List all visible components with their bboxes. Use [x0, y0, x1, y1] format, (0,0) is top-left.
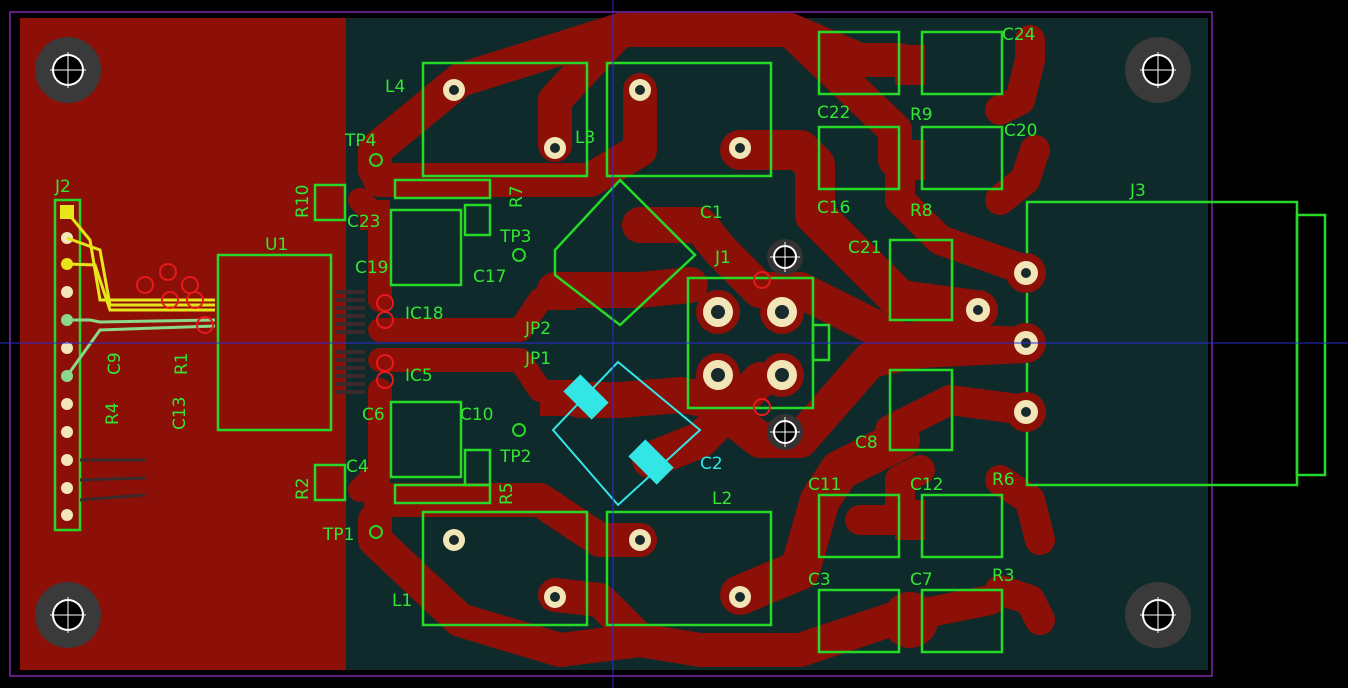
mounting-hole-icon — [1125, 582, 1191, 648]
highlighted-signal-traces — [65, 211, 216, 502]
label-c21: C21 — [848, 238, 882, 258]
label-r2: R2 — [293, 477, 313, 500]
copper-pour-left — [20, 18, 346, 670]
label-l2: L2 — [712, 489, 732, 509]
label-c7: C7 — [910, 570, 933, 590]
u1-pins — [335, 290, 365, 394]
label-c11: C11 — [808, 475, 842, 495]
label-c20: C20 — [1004, 121, 1038, 141]
label-r4: R4 — [103, 402, 123, 425]
label-j3: J3 — [1129, 181, 1146, 201]
mounting-holes — [35, 37, 1191, 648]
label-c19: C19 — [355, 258, 389, 278]
label-j2: J2 — [54, 177, 71, 197]
label-c3: C3 — [808, 570, 831, 590]
c2-outline — [551, 360, 702, 507]
label-c12: C12 — [910, 475, 944, 495]
label-jp1: JP1 — [524, 349, 551, 369]
board-outline — [9, 11, 1213, 677]
label-j1: J1 — [714, 248, 731, 268]
mounting-hole-icon — [35, 37, 101, 103]
label-r6: R6 — [992, 470, 1015, 490]
label-ic18: IC18 — [405, 304, 444, 324]
label-r3: R3 — [992, 566, 1015, 586]
label-l4: L4 — [385, 77, 405, 97]
label-tp4: TP4 — [344, 131, 376, 151]
label-tp3: TP3 — [499, 227, 531, 247]
label-l3: L3 — [575, 128, 595, 148]
label-l1: L1 — [392, 591, 412, 611]
label-c17: C17 — [473, 267, 507, 287]
label-ic5: IC5 — [405, 366, 433, 386]
drc-markers — [136, 263, 771, 416]
component-labels: J2 J1 J3 U1 L1 L2 L3 L4 C1 C2 C3 C4 C6 C… — [54, 25, 1146, 611]
through-hole-pads — [443, 79, 1046, 608]
label-tp1: TP1 — [322, 525, 354, 545]
label-c6: C6 — [362, 405, 385, 425]
label-c2: C2 — [700, 454, 723, 474]
via-icon — [767, 239, 803, 275]
label-c4: C4 — [346, 457, 369, 477]
test-points — [369, 153, 526, 539]
label-u1: U1 — [265, 235, 288, 255]
label-r9: R9 — [910, 105, 933, 125]
label-c1: C1 — [700, 203, 723, 223]
label-r8: R8 — [910, 201, 933, 221]
mounting-hole-icon — [35, 582, 101, 648]
label-c22: C22 — [817, 103, 851, 123]
label-c10: C10 — [460, 405, 494, 425]
mounting-hole-icon — [1125, 37, 1191, 103]
label-jp2: JP2 — [524, 319, 551, 339]
label-r5: R5 — [497, 482, 517, 505]
label-r10: R10 — [293, 185, 313, 218]
label-r7: R7 — [507, 185, 527, 208]
silkscreen-outlines — [53, 30, 1327, 654]
label-c8: C8 — [855, 433, 878, 453]
label-r1: R1 — [172, 352, 192, 375]
label-tp2: TP2 — [499, 447, 531, 467]
label-c9: C9 — [105, 352, 125, 375]
via-icon — [767, 414, 803, 450]
label-c23: C23 — [347, 212, 381, 232]
label-c13: C13 — [170, 396, 190, 430]
label-c24: C24 — [1002, 25, 1036, 45]
label-c16: C16 — [817, 198, 851, 218]
